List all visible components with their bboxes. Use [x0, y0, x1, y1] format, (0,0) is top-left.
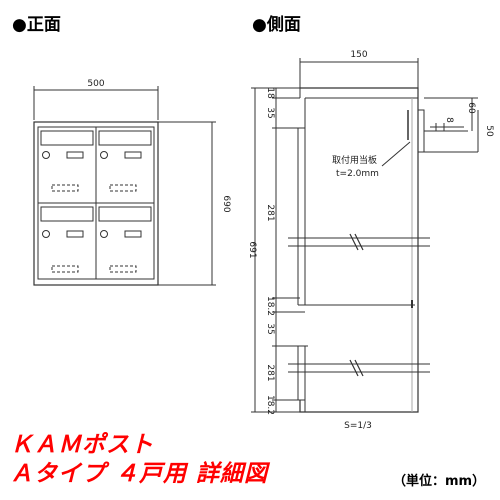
dial-lock-icon [100, 151, 108, 159]
front-width-label: 500 [87, 79, 104, 89]
bracket-8-label: 8 [444, 117, 454, 123]
note-leader-line [381, 141, 411, 167]
dim-label-18-top: 18 [265, 87, 275, 99]
takeout-slot [109, 265, 137, 273]
takeout-slot [51, 265, 79, 273]
front-height-label: 690 [221, 195, 231, 212]
mail-slot-flap [98, 206, 152, 222]
break-band-lower [288, 363, 430, 373]
name-plate [66, 230, 84, 238]
front-outer-frame [33, 121, 159, 286]
front-view-heading: ●正面 [12, 15, 61, 35]
dim-label-18-2-bottom: 18.2 [265, 395, 275, 415]
break-band-upper [288, 237, 430, 247]
mailbox-bottom-right [98, 206, 152, 273]
unit-label: （単位：mm） [393, 474, 486, 489]
mailbox-top-right [98, 130, 152, 192]
mail-slot-flap [40, 130, 94, 146]
mail-slot-flap [40, 206, 94, 222]
bracket-60-label: 60 [466, 102, 476, 114]
side-view-heading: ●側面 [252, 14, 301, 35]
mailbox-top-left [40, 130, 94, 192]
takeout-slot [109, 184, 137, 192]
dial-lock-icon [42, 151, 50, 159]
side-top-width-label: 150 [350, 50, 367, 60]
dim-label-35-top: 35 [265, 107, 275, 118]
mounting-plate [418, 109, 425, 153]
dim-label-35-bottom: 35 [265, 323, 275, 334]
bracket-50-label: 50 [484, 125, 494, 137]
side-body-outline [299, 87, 419, 413]
name-plate [124, 151, 142, 159]
side-view [251, 58, 479, 413]
title-line-2: Ａタイプ ４戸用 詳細図 [10, 461, 269, 487]
dim-label-281-bottom: 281 [265, 364, 275, 381]
side-total-height-label: 691 [247, 241, 257, 258]
name-plate [124, 230, 142, 238]
dim-label-18-2-mid: 18.2 [265, 296, 275, 316]
title-line-1: ＫＡＭポスト [10, 432, 154, 458]
name-plate [66, 151, 84, 159]
break-symbol-upper [349, 233, 364, 251]
mailbox-bottom-left [40, 206, 94, 273]
dim-label-281-top: 281 [265, 204, 275, 221]
break-symbol-lower [349, 359, 364, 377]
dial-lock-icon [100, 230, 108, 238]
takeout-slot [51, 184, 79, 192]
mail-slot-flap [98, 130, 152, 146]
mounting-plate-note-line2: t=2.0mm [336, 169, 379, 179]
scale-label: S=1/3 [344, 421, 372, 431]
mounting-plate-note-line1: 取付用当板 [332, 154, 377, 166]
front-view [33, 86, 216, 286]
dial-lock-icon [42, 230, 50, 238]
